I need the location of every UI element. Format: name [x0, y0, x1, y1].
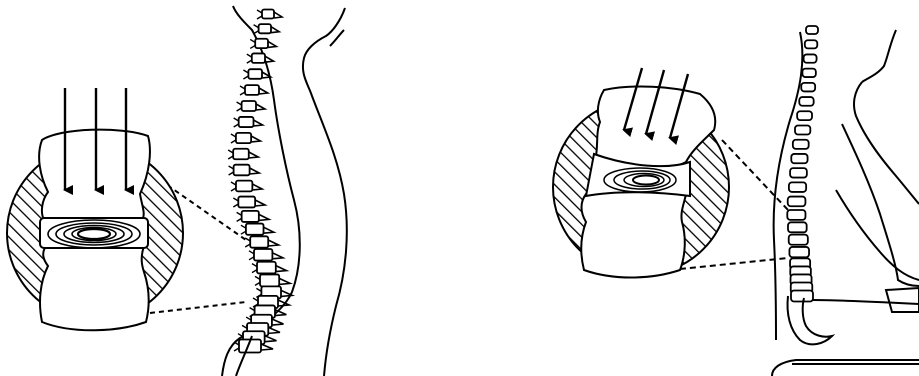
vertebra	[242, 101, 256, 111]
vertebra	[234, 165, 250, 176]
vertebra	[790, 168, 807, 177]
vertebra	[804, 54, 817, 62]
spinous-process	[255, 200, 265, 206]
spinous-process	[271, 27, 279, 33]
spinous-process	[265, 56, 273, 62]
spinous-process	[272, 253, 283, 259]
vertebra	[788, 197, 806, 207]
vertebra	[246, 224, 264, 235]
seated-lower-vertebra	[581, 188, 686, 278]
vertebra	[806, 26, 818, 34]
standing-upper-vertebra	[39, 130, 150, 225]
spinous-process	[250, 168, 260, 174]
vertebra	[259, 24, 271, 33]
vertebra	[797, 111, 812, 120]
seated-sacrum	[788, 296, 833, 344]
vertebra	[793, 140, 809, 149]
vertebra	[255, 39, 268, 48]
vertebra	[248, 69, 262, 79]
seated-panel	[553, 26, 919, 376]
spinous-process	[279, 278, 290, 284]
vertebra	[236, 133, 251, 143]
spinous-process	[251, 136, 260, 142]
vertebra	[257, 262, 276, 274]
vertebra	[789, 182, 806, 192]
vertebra	[245, 85, 259, 95]
vertebra	[242, 211, 259, 222]
spinous-process	[265, 336, 277, 342]
standing-disc	[40, 218, 148, 248]
spinous-process	[264, 227, 274, 233]
standing-spine	[228, 10, 292, 376]
vertebra	[250, 236, 268, 247]
spinous-process	[259, 88, 268, 94]
vertebra	[802, 69, 815, 77]
spinous-process	[249, 152, 258, 158]
vertebra	[260, 274, 279, 286]
spinous-process	[268, 240, 278, 246]
standing-panel	[7, 6, 347, 376]
spinous-process	[276, 266, 287, 272]
vertebra	[805, 40, 817, 48]
spinous-process	[268, 327, 280, 333]
vertebra	[789, 235, 808, 245]
spinous-process	[274, 12, 282, 18]
vertebra	[791, 290, 813, 301]
vertebra	[262, 10, 274, 19]
vertebra	[233, 149, 249, 159]
spinous-process	[272, 319, 284, 325]
vertebra	[238, 197, 255, 208]
spinous-process	[268, 41, 276, 47]
vertebra	[799, 97, 813, 106]
vertebra	[254, 249, 272, 261]
spinous-process	[261, 344, 273, 350]
vertebra	[252, 53, 265, 62]
standing-lower-vertebra	[40, 242, 149, 331]
vertebra	[791, 154, 807, 163]
spinous-process	[259, 214, 269, 220]
vertebra	[236, 181, 252, 192]
vertebra	[801, 83, 815, 92]
spinous-process	[256, 104, 265, 110]
spinous-process	[252, 184, 262, 190]
vertebra	[239, 117, 254, 127]
vertebra	[787, 210, 805, 220]
vertebra	[788, 222, 807, 232]
vertebra	[795, 126, 810, 135]
spinous-process	[253, 120, 262, 126]
vertebra	[789, 247, 809, 257]
